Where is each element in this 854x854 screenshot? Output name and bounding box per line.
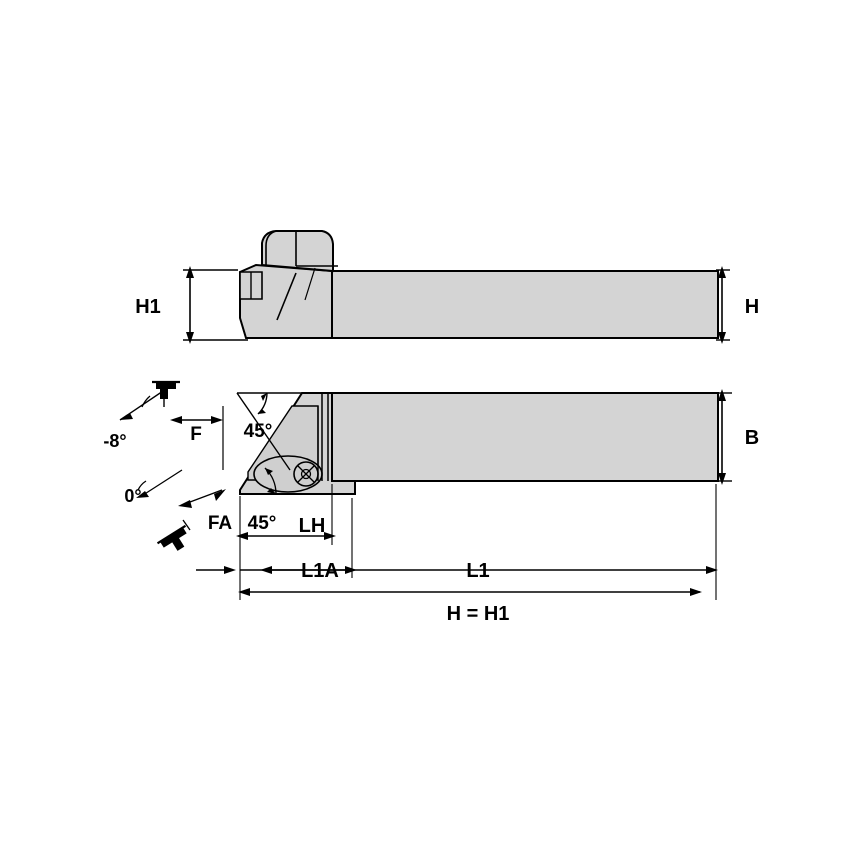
angle-45-lower — [240, 467, 330, 495]
label-f: F — [190, 424, 202, 445]
label-h1: H1 — [135, 296, 161, 318]
side-view-group — [239, 230, 719, 339]
dimension-lh — [236, 484, 336, 545]
side-view-insert-line-3 — [276, 272, 297, 321]
label-angle-zero: 0° — [124, 486, 141, 506]
side-view-shank — [331, 270, 719, 339]
label-angle-45-upper: 45° — [244, 421, 273, 442]
label-h: H — [745, 296, 759, 318]
side-view-clamp-detail — [265, 230, 277, 266]
label-b: B — [745, 427, 759, 449]
label-fa: FA — [208, 513, 233, 534]
dimension-l1 — [240, 484, 718, 600]
dimension-h — [716, 266, 730, 344]
top-view-shank — [331, 392, 719, 482]
label-l1: L1 — [466, 560, 489, 582]
symbol-neg-8-degree — [119, 380, 180, 421]
side-view-insert-line-4 — [304, 267, 316, 301]
dimension-h1 — [183, 266, 248, 344]
label-lh: LH — [299, 515, 326, 537]
symbol-zero-degree — [136, 469, 191, 551]
angle-45-upper — [236, 392, 330, 471]
label-angle-45-lower: 45° — [248, 513, 277, 534]
dimension-fa — [178, 489, 226, 508]
dimension-b — [716, 389, 732, 485]
dimension-l1a — [196, 496, 357, 600]
label-overall: H = H1 — [447, 603, 510, 625]
side-view-clamp — [261, 230, 334, 273]
dimension-f — [170, 406, 224, 470]
label-angle-neg8: -8° — [103, 431, 126, 451]
label-l1a: L1A — [301, 560, 339, 582]
dimension-overall — [238, 588, 702, 596]
top-view-group — [239, 392, 719, 495]
